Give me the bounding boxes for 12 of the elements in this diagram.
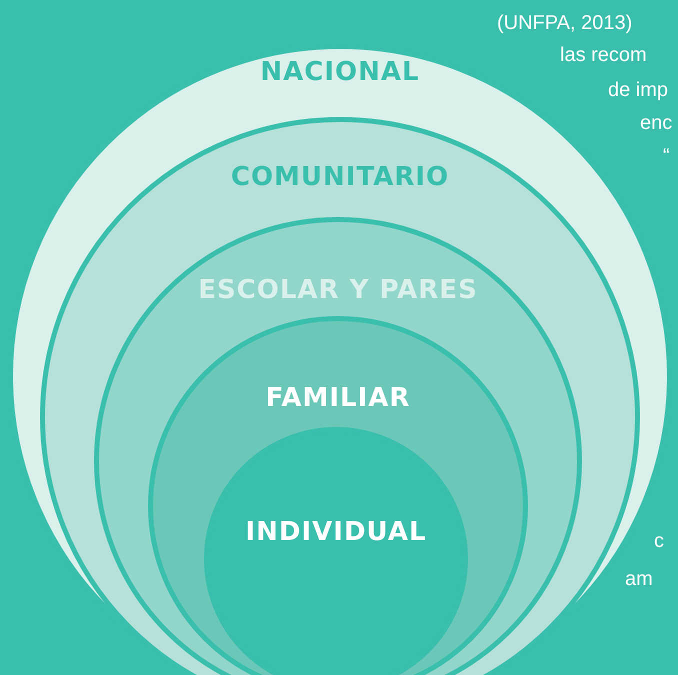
cropped-text: (UNFPA, 2013) [497, 12, 632, 35]
cropped-text: am [625, 568, 653, 591]
level-title: INDIVIDUAL [245, 517, 427, 547]
level-title: NACIONAL [260, 57, 420, 87]
cropped-text: “ [663, 145, 670, 168]
level-title: COMUNITARIO [230, 162, 450, 192]
cropped-text: enc [640, 112, 672, 135]
cropped-text: c [654, 530, 664, 553]
level-title: ESCOLAR Y PARES [198, 275, 478, 305]
cropped-text: de imp [608, 79, 668, 102]
cropped-text: las recom [560, 44, 647, 67]
level-title: FAMILIAR [266, 383, 410, 413]
